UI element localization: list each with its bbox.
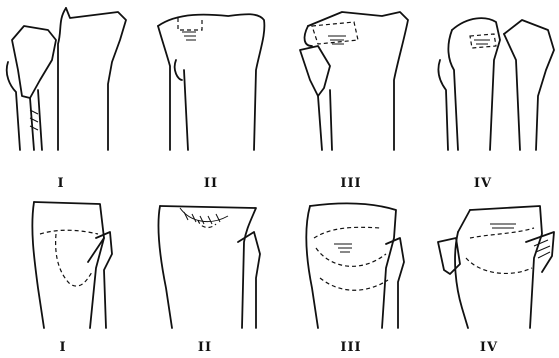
top-type-2-drawing bbox=[148, 0, 278, 150]
bottom-label-4: IV bbox=[424, 340, 554, 355]
top-type-2-svg bbox=[148, 0, 288, 160]
top-type-3-svg bbox=[288, 0, 428, 160]
top-type-1-svg bbox=[0, 0, 140, 160]
bottom-type-2-drawing bbox=[150, 198, 280, 348]
bottom-label-3: III bbox=[286, 340, 416, 355]
bottom-type-1-drawing bbox=[0, 198, 130, 348]
bottom-type-4-drawing bbox=[430, 198, 559, 348]
top-type-3-drawing bbox=[288, 0, 418, 150]
top-label-4: IV bbox=[418, 176, 548, 191]
top-label-2: II bbox=[146, 176, 276, 191]
top-type-4-svg bbox=[430, 0, 559, 160]
bottom-type-2-svg bbox=[150, 198, 290, 338]
bottom-type-1-svg bbox=[0, 198, 140, 338]
top-label-1: I bbox=[0, 176, 126, 191]
bottom-label-2: II bbox=[140, 340, 270, 355]
bottom-type-4-svg bbox=[430, 198, 559, 338]
bottom-type-3-drawing bbox=[290, 198, 420, 348]
top-label-3: III bbox=[286, 176, 416, 191]
bottom-type-3-svg bbox=[290, 198, 430, 338]
bottom-label-1: I bbox=[0, 340, 128, 355]
top-type-4-drawing bbox=[430, 0, 559, 150]
top-type-1-drawing bbox=[0, 0, 130, 150]
